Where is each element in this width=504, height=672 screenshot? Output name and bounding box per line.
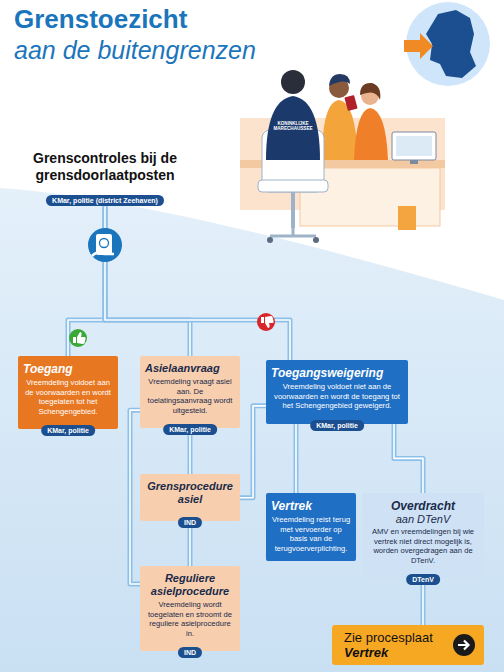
connector-line [105,207,190,356]
arrow-icon [453,634,475,656]
monitor-stand [410,160,418,164]
heading: Vertrek [344,645,444,660]
monitor-screen [396,136,432,156]
waste-bin [398,206,416,230]
chair-seat [258,180,328,192]
connector-line [240,406,266,498]
connector-line [105,207,290,360]
agency-badge: DTenV [406,574,440,585]
hand [92,252,114,256]
chair-post [291,192,295,228]
connector-line [240,406,266,498]
heading: Toegang [23,362,113,376]
connector-line [294,424,299,493]
connector-line [421,578,426,625]
map-netherlands [426,10,476,78]
title: Grenstoezicht [14,4,187,35]
connector-line [130,410,140,584]
connector-line [105,207,290,360]
chair-base [270,228,316,236]
connector-line [422,578,424,625]
connector-line [295,424,297,493]
background-wave [0,188,504,672]
heading: Zie procesplaat [344,630,444,645]
uniform-label: KONINKLIJKE MARECHAUSSEE [270,121,316,132]
agency-badge: IND [178,647,202,658]
agency-badge: KMar, politie [310,420,364,431]
process-box: Grensprocedure asielIND [140,474,240,521]
heading: Grensprocedure asiel [145,480,235,506]
heading: Overdracht [367,499,479,513]
connector-line [105,207,190,356]
arrow-icon [458,641,469,650]
process-box: ToegangsweigeringVreemdeling voldoet nie… [266,360,408,424]
monitor [392,132,436,160]
person-body [354,108,388,160]
heading: Toegangsweigering [271,366,403,380]
flow-connector [423,578,424,625]
flow-connector [296,424,297,493]
heading: Asielaanvraag [145,362,235,375]
start-heading: Grenscontroles bij de grensdoorlaatposte… [30,150,180,207]
heading: Vertrek [271,499,351,513]
connector-line [394,424,423,493]
connector-line [130,410,140,584]
map-arrow [404,33,433,59]
heading: Reguliere asielprocedure [145,572,235,598]
flow-connector [105,207,290,360]
thumbs-down-icon [261,316,274,328]
body-text: Vreemdeling reist terug met vervoerder o… [271,515,351,553]
link-button: Zie procesplaatVertrek [332,625,484,665]
heading: aan DTenV [367,513,479,525]
chair-wheel [313,237,319,243]
process-box: Overdrachtaan DTenV AMV en vreemdelingen … [362,493,484,578]
flow-connector [240,406,266,498]
body-text: Vreemdeling vraagt asiel aan. De toelati… [145,377,235,415]
officer-body [266,96,320,160]
body-text: Vreemdeling voldoet niet aan de voorwaar… [271,382,403,410]
thumbs-down-icon [257,313,275,331]
connector-line [394,424,423,493]
person-hair [329,74,350,86]
chair-wheel [267,237,273,243]
process-box: AsielaanvraagVreemdeling vraagt asiel aa… [140,356,240,428]
thumbs-up-icon [69,329,87,347]
agency-badge: KMar, politie [163,424,217,435]
flow-connector [130,410,140,584]
subtitle: aan de buitengrenzen [14,36,256,65]
person-hair [360,83,380,100]
process-box: VertrekVreemdeling reist terug met vervo… [266,493,356,561]
body-text: Vreemdeling wordt toegelaten en stroomt … [145,600,235,638]
body-text: AMV en vreemdelingen bij wie vertrek nie… [367,527,479,565]
body-text: Vreemdeling voldoet aan de voorwaarden e… [23,378,113,416]
flow-connector [394,424,423,493]
passport [344,95,357,111]
agency-badge: KMar, politie (district Zeehaven) [46,195,164,206]
process-box: ToegangVreemdeling voldoet aan de voorwa… [18,356,118,429]
agency-badge: KMar, politie [41,425,95,436]
officer-head [281,70,305,94]
passport-globe [100,239,109,248]
arrow-icon [453,634,475,656]
agency-badge: IND [178,517,202,528]
process-box: Reguliere asielprocedureVreemdeling word… [140,566,240,651]
passport-icon [88,228,122,262]
heading: Grenscontroles bij de grensdoorlaatposte… [30,150,180,184]
thumbs-up-icon [73,332,86,344]
flow-connector [105,207,190,356]
